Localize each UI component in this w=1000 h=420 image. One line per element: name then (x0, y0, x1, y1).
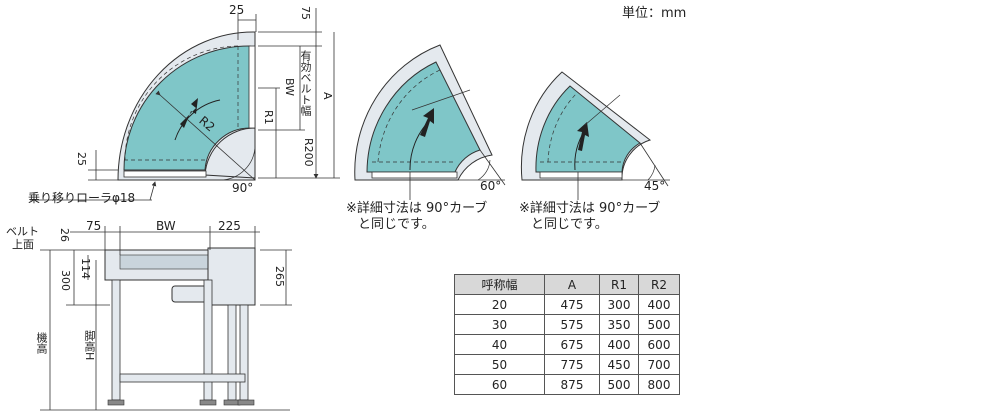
curve-90-direction-arrow (180, 98, 198, 128)
table-cell: 350 (599, 314, 639, 335)
transfer-roller-label: 乗り移りローラφ18 (28, 191, 136, 205)
curve-90-top-roller (248, 45, 256, 129)
angle-60: 60° (480, 179, 502, 193)
dim-top-width: 25 (229, 3, 245, 17)
curve-60-bottom-roller (371, 171, 458, 179)
dim-114: 114 (79, 258, 92, 279)
table-cell: 875 (544, 374, 600, 395)
dim-a: A (321, 92, 334, 100)
curve-45-bottom-roller (539, 171, 623, 179)
table-cell: 475 (544, 294, 600, 315)
table-cell: 800 (638, 374, 680, 395)
table-cell: 50 (454, 354, 545, 375)
dim-26: 26 (58, 228, 71, 242)
table-row: 40 675 400 600 (454, 334, 680, 355)
side-leg-right-1 (227, 304, 237, 401)
curve-45-direction-arrow (577, 122, 589, 151)
table-cell: 450 (599, 354, 639, 375)
table-cell: 40 (454, 334, 545, 355)
dim-265: 265 (273, 266, 286, 287)
angle-45: 45° (644, 179, 666, 193)
table-row: 20 475 300 400 (454, 294, 680, 315)
table-cell: 575 (544, 314, 600, 335)
table-row: 60 875 500 800 (454, 374, 680, 395)
table-row: 30 575 350 500 (454, 314, 680, 335)
table-header-cell: R2 (638, 274, 680, 295)
curve-90-drawing (30, 8, 340, 201)
curve-90-belt (123, 45, 251, 171)
curve-60-belt (366, 61, 481, 173)
dim-effective-belt-width: 有効ベルト幅 (299, 50, 312, 116)
machine-height-label: 機高 (35, 332, 48, 354)
table-cell: 20 (454, 294, 545, 315)
table-cell: 700 (638, 354, 680, 375)
note-45-line1: ※詳細寸法は 90°カーブ (519, 201, 661, 216)
unit-label: 単位：mm (622, 6, 687, 21)
side-crossbar (119, 373, 246, 383)
note-60-line1: ※詳細寸法は 90°カーブ (346, 201, 488, 216)
side-view-drawing (40, 226, 292, 411)
table-cell: 60 (454, 374, 545, 395)
side-leg-right-2 (239, 304, 249, 401)
curve-45-belt (535, 85, 641, 173)
table-header-row: 呼称幅 A R1 R2 (454, 274, 680, 295)
belt-top-label-1: ベルト (6, 225, 39, 238)
table-cell: 500 (638, 314, 680, 335)
dim-bottom-gap: 25 (75, 152, 88, 166)
note-60-line2: と同じです。 (358, 217, 435, 232)
curve-60-direction-arrow (420, 108, 434, 137)
table-cell: 500 (599, 374, 639, 395)
table-header-cell: A (544, 274, 600, 295)
belt-top-label-2: 上面 (12, 238, 34, 251)
dim-r1: R1 (262, 110, 275, 125)
dim-r200: R200 (302, 138, 315, 167)
side-leg-left (111, 279, 121, 401)
leg-height-label: 脚高H (83, 330, 96, 361)
dim-75: 75 (86, 219, 102, 233)
curve-90-bottom-roller (123, 170, 207, 178)
curve-60-drawing (354, 44, 506, 200)
table-cell: 400 (599, 334, 639, 355)
size-table: 呼称幅 A R1 R2 20 475 300 400 30 575 350 50… (454, 274, 680, 395)
table-cell: 675 (544, 334, 600, 355)
angle-90: 90° (232, 181, 254, 195)
table-row: 50 775 450 700 (454, 354, 680, 375)
table-header-cell: R1 (599, 274, 639, 295)
table-header-cell: 呼称幅 (454, 274, 545, 295)
table-cell: 600 (638, 334, 680, 355)
dim-bw: BW (283, 78, 296, 97)
table-cell: 400 (638, 294, 680, 315)
dim-225: 225 (218, 219, 241, 233)
dim-300: 300 (59, 270, 72, 291)
dim-side-bw: BW (156, 219, 176, 233)
table-cell: 300 (599, 294, 639, 315)
dim-top-gap: 75 (299, 6, 312, 20)
note-45-line2: と同じです。 (531, 217, 608, 232)
curve-45-drawing (520, 71, 670, 200)
side-drive-unit (207, 247, 256, 306)
table-cell: 30 (454, 314, 545, 335)
table-cell: 775 (544, 354, 600, 375)
side-motor (171, 285, 209, 303)
